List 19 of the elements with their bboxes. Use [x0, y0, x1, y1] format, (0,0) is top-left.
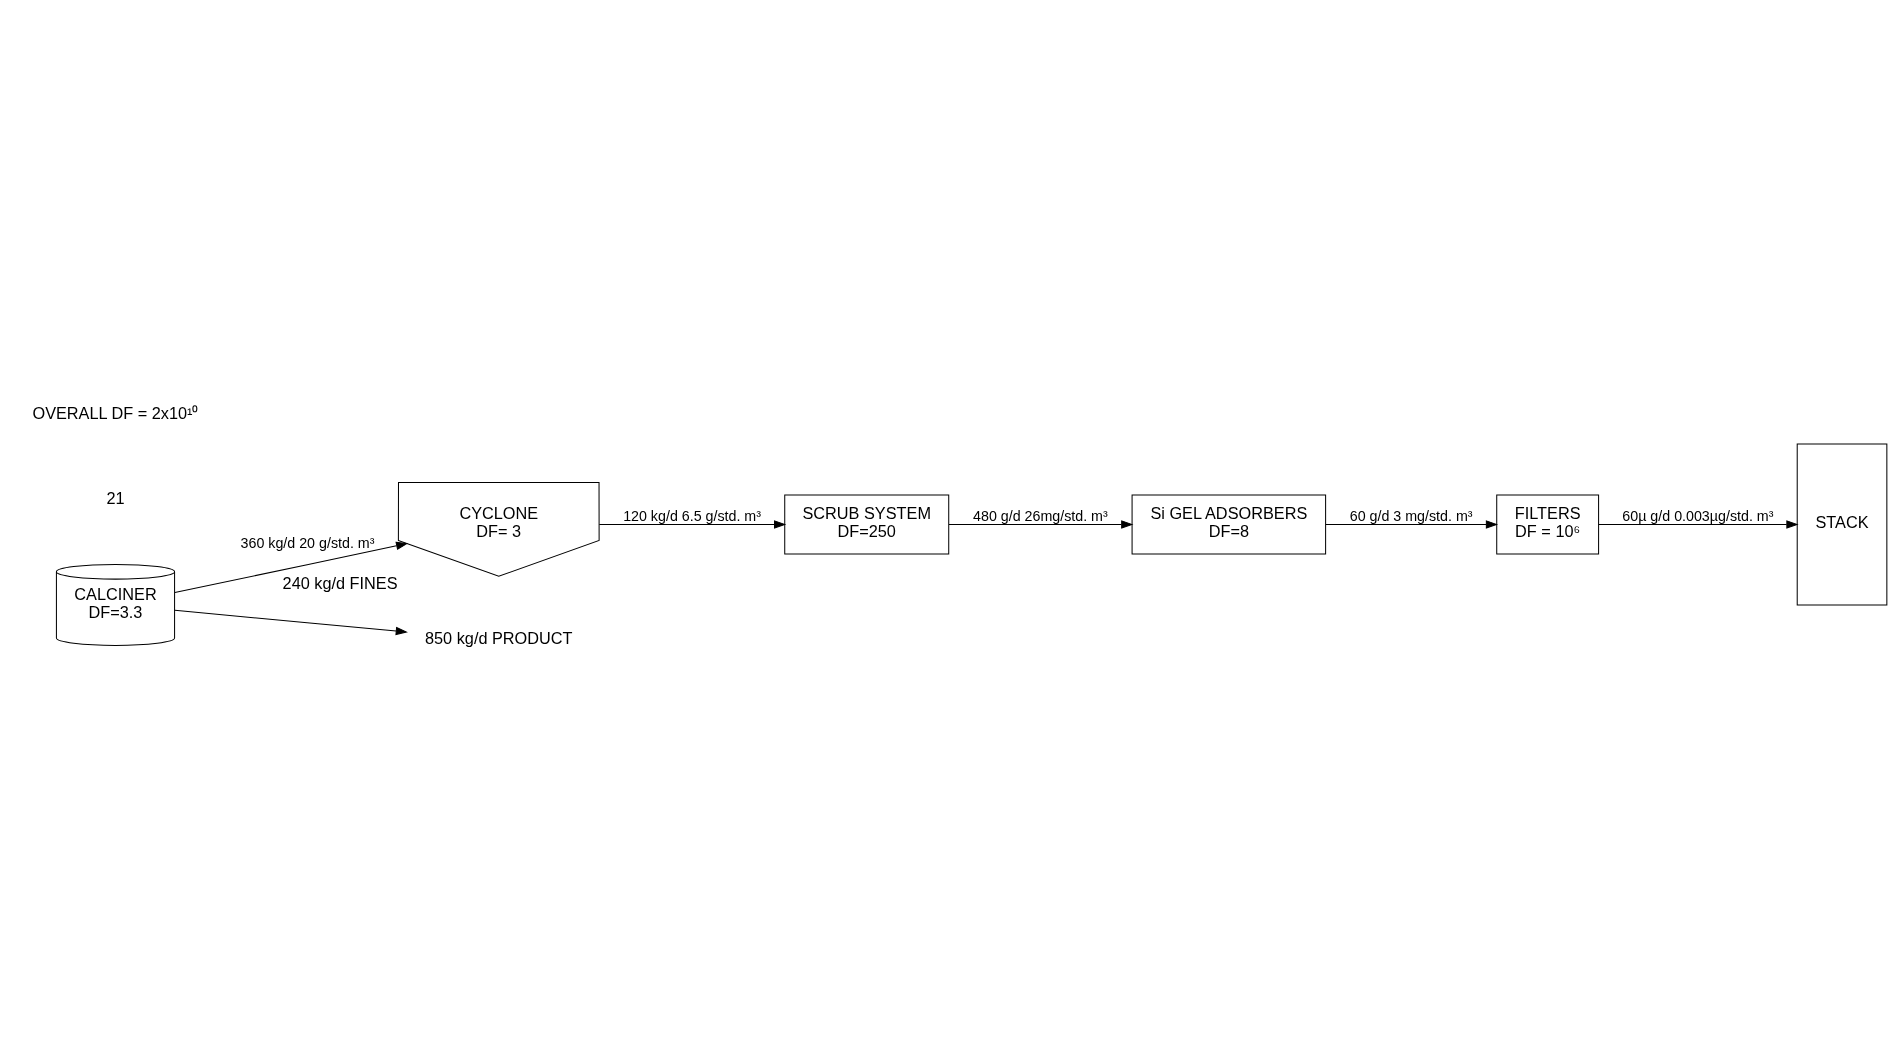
arrow: [174, 609, 408, 635]
edge-label: 120 kg/d 6.5 g/std. m³: [623, 507, 761, 524]
edge-label: 360 kg/d 20 g/std. m³: [240, 534, 375, 551]
node-box: FILTERS DF = 10⁶: [1496, 493, 1600, 554]
edge-label: 480 g/d 26mg/std. m³: [973, 507, 1108, 524]
arrow: [1325, 519, 1499, 529]
node-box: SCRUB SYSTEM DF=250: [784, 493, 950, 554]
label: 21: [106, 488, 125, 507]
node-text: 850 kg/d PRODUCT: [425, 628, 573, 647]
node-box: Si GEL ADSORBERS DF=8: [1131, 493, 1327, 554]
arrow: [598, 519, 787, 529]
node-box: STACK: [1796, 442, 1888, 605]
arrow: [174, 541, 409, 593]
label: OVERALL DF = 2x10¹⁰: [32, 403, 199, 422]
node-label: 240 kg/d FINES: [282, 573, 398, 592]
arrow: [948, 519, 1134, 529]
edge-label: 60 g/d 3 mg/std. m³: [1349, 507, 1473, 524]
arrow: [1598, 519, 1799, 529]
edge-label: 60µ g/d 0.003µg/std. m³: [1622, 507, 1774, 524]
